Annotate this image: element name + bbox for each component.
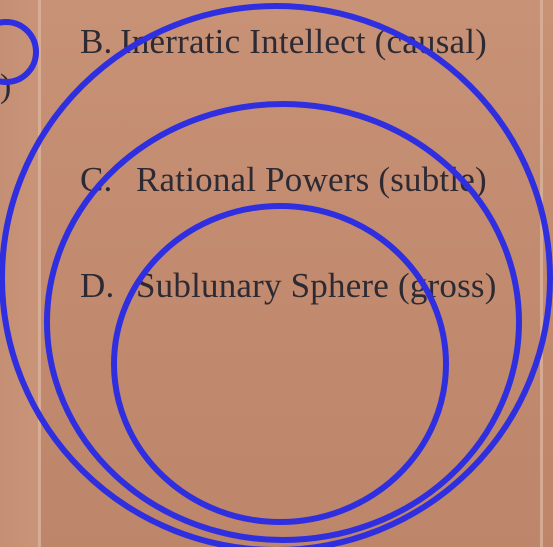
- label-d: D. Sublunary Sphere (gross): [80, 266, 497, 306]
- label-b-letter: B.: [80, 22, 113, 61]
- edge-fragment: ): [0, 68, 12, 105]
- label-b: B.Inerratic Intellect (causal): [80, 22, 487, 62]
- middle-circle: [44, 101, 522, 543]
- outer-circle: [0, 3, 553, 547]
- left-column-edge: [0, 0, 40, 547]
- inner-circle: [111, 203, 449, 525]
- label-b-text: Inerratic Intellect (causal): [120, 22, 488, 61]
- label-d-letter: D.: [80, 266, 115, 305]
- left-edge-circle: [0, 19, 39, 85]
- right-column-rule: [540, 0, 543, 547]
- left-column-rule: [38, 0, 41, 547]
- label-c-text: Rational Powers (subtle): [136, 160, 487, 199]
- label-d-text: Sublunary Sphere (gross): [136, 266, 497, 305]
